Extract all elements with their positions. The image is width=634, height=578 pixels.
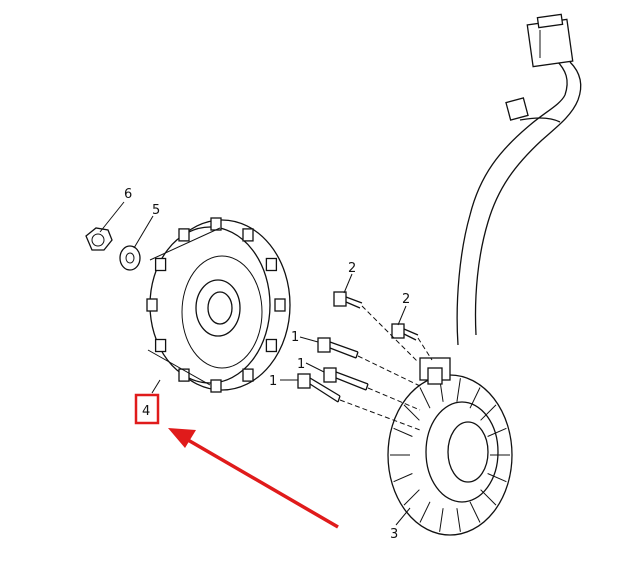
stator-pole (403, 489, 420, 506)
long-bolt-a (317, 337, 359, 359)
stator-pole (487, 473, 507, 483)
stator-pole (419, 387, 431, 409)
assembly-guide-lines (339, 305, 433, 431)
callout-washer: 5 (152, 203, 160, 218)
callout-long-bolt-c: 1 (269, 374, 277, 389)
flywheel-slot (146, 298, 158, 312)
red-arrow-icon (168, 428, 339, 529)
callout-stator: 3 (390, 527, 398, 542)
stator-pole (456, 508, 461, 532)
stator-pole (480, 404, 497, 421)
stator-pole (456, 378, 461, 402)
flywheel-slot (154, 338, 167, 353)
callout-long-bolt-b: 1 (297, 357, 305, 372)
leader-lines (99, 201, 411, 526)
flywheel-slot (242, 368, 254, 382)
short-bolt-a (333, 291, 363, 309)
stator-pole (419, 501, 431, 523)
stator-pole (393, 427, 413, 437)
flywheel-rotor (146, 217, 291, 393)
flywheel-slot (242, 228, 254, 242)
washer (119, 245, 141, 271)
highlight-box-part-4: 4 (134, 393, 160, 425)
flywheel-slot (265, 338, 278, 353)
long-bolt-b (323, 367, 369, 391)
flywheel-slot (210, 379, 222, 393)
flange-nut (85, 227, 113, 251)
flywheel-slot (265, 257, 278, 272)
stator-pole (469, 501, 481, 523)
long-bolt-c (297, 373, 341, 403)
callout-nut: 6 (124, 187, 132, 202)
callout-short-bolt-b: 2 (402, 292, 410, 307)
stator-pole (403, 404, 420, 421)
flywheel-slot (154, 257, 167, 272)
stator-pole (469, 387, 481, 409)
stator-pole (439, 508, 444, 532)
callout-short-bolt-a: 2 (348, 261, 356, 276)
connector-plug (526, 13, 574, 68)
stator-pole (487, 427, 507, 437)
flywheel-slot (178, 368, 190, 382)
wiring-harness (456, 59, 582, 346)
callout-flywheel: 4 (142, 404, 150, 419)
short-bolt-b (391, 323, 419, 341)
flywheel-slot (274, 298, 286, 312)
stator-coil (387, 357, 513, 536)
stator-pole (480, 489, 497, 506)
flywheel-slot (178, 228, 190, 242)
callout-long-bolt-a: 1 (291, 330, 299, 345)
stator-pole (393, 473, 413, 483)
